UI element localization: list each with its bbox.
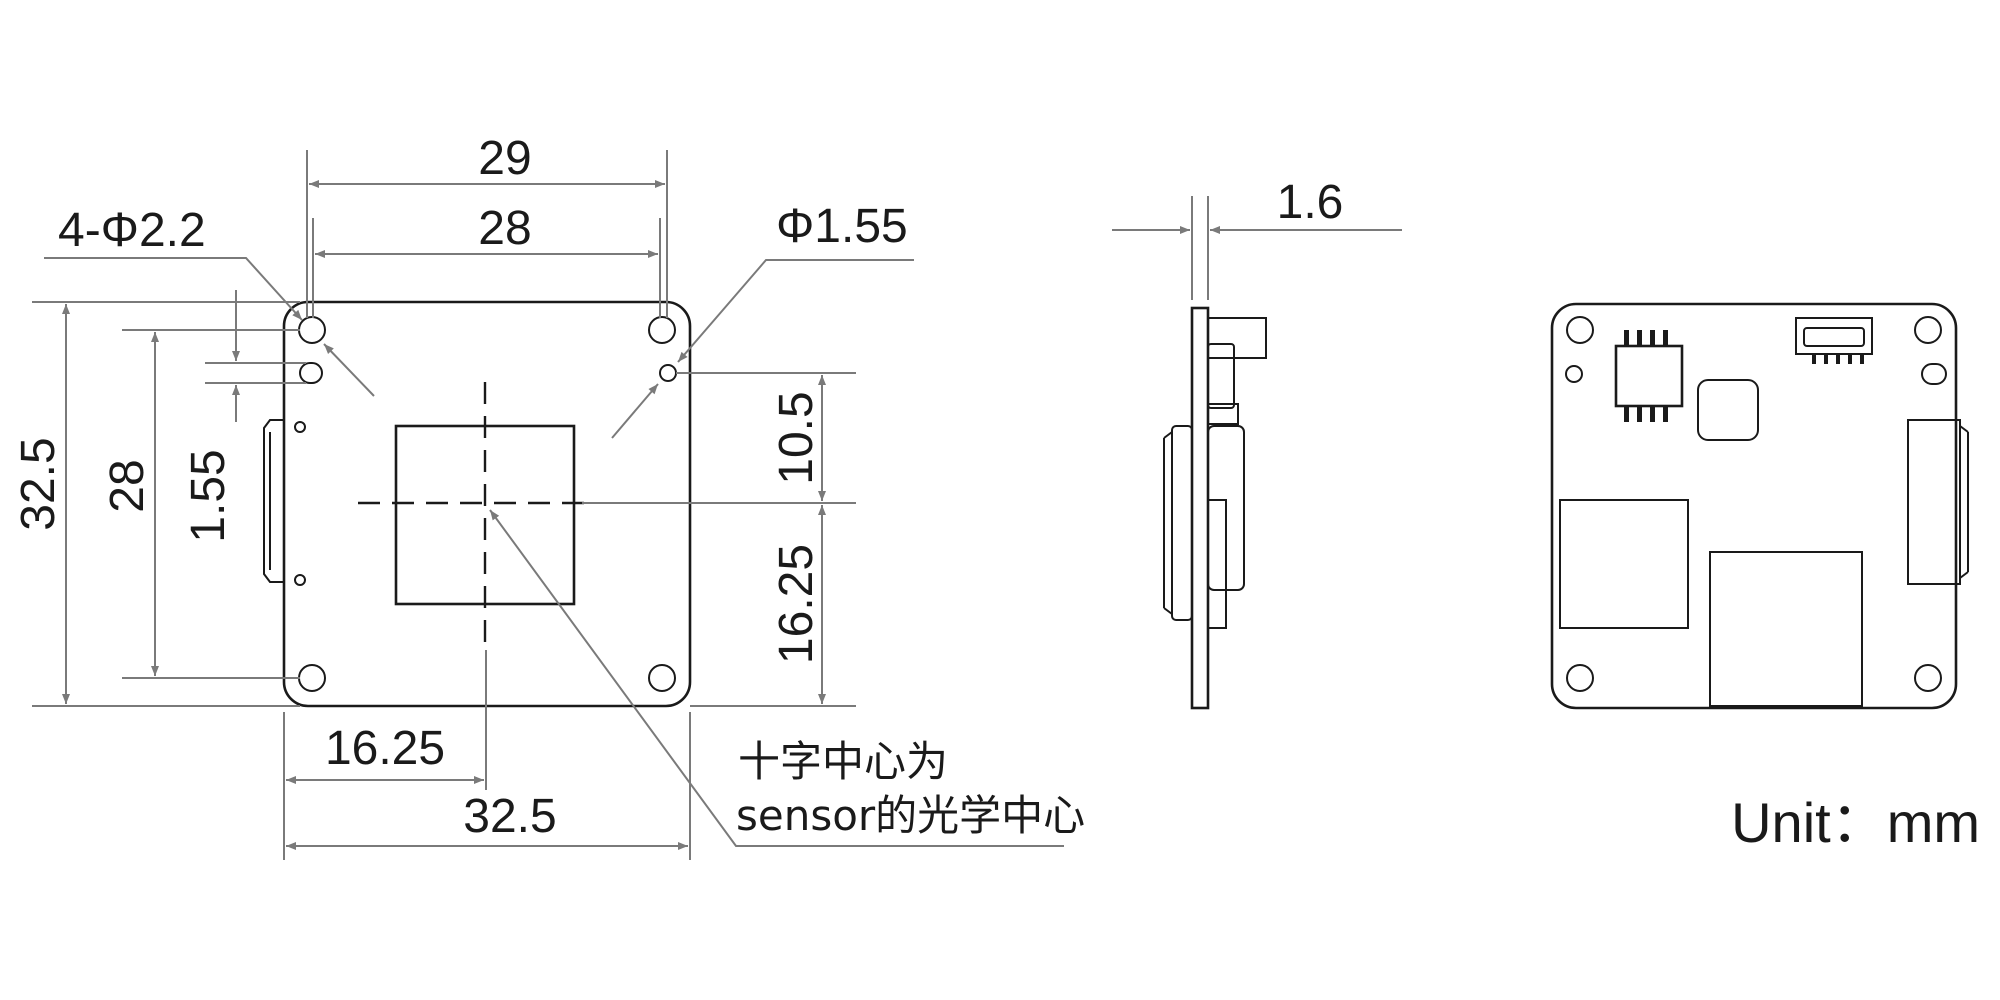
slot-hole-left xyxy=(299,362,323,384)
note-line-1: 十字中心为 xyxy=(738,737,948,786)
back-hole-bottom-left xyxy=(1566,664,1594,692)
front-left-connector xyxy=(263,419,284,583)
dim-32-5-vertical: 32.5 xyxy=(12,301,300,707)
dim-1-6: 1.6 xyxy=(1112,176,1402,300)
front-view: 29 28 4-Φ2.2 Φ1.55 32.5 xyxy=(12,132,1085,860)
dim-1-55-label: 1.55 xyxy=(182,449,235,542)
dim-mount-hole-leader: 4-Φ2.2 xyxy=(44,204,375,397)
mount-hole-bottom-left xyxy=(298,664,326,692)
side-view: 1.6 xyxy=(1112,176,1402,710)
back-view xyxy=(1550,302,1969,710)
dim-32-5-vertical-label: 32.5 xyxy=(12,437,65,530)
mount-hole-top-left xyxy=(298,316,326,344)
dim-28-horizontal: 28 xyxy=(312,202,661,318)
dim-16-25-horizontal-label: 16.25 xyxy=(325,722,445,775)
dim-1-55-vertical: 1.55 xyxy=(182,290,306,543)
dim-29: 29 xyxy=(306,132,668,318)
back-board-outline xyxy=(1550,302,1958,710)
back-component-left xyxy=(1559,499,1689,629)
back-inductor xyxy=(1697,379,1759,441)
back-hole-top-left xyxy=(1566,316,1594,344)
side-pcb xyxy=(1190,306,1210,710)
dim-28-vertical: 28 xyxy=(101,329,300,679)
dim-center-vertical: 10.5 16.25 xyxy=(582,372,856,707)
back-ic-chip xyxy=(1614,330,1684,422)
side-left-connector xyxy=(1163,425,1193,621)
back-right-connector xyxy=(1907,419,1969,585)
dim-29-label: 29 xyxy=(478,132,531,185)
dim-32-5-horizontal-label: 32.5 xyxy=(463,790,556,843)
unit-label: Unit：mm xyxy=(1731,791,1980,854)
optical-center-note: 十字中心为 sensor的光学中心 xyxy=(489,509,1085,847)
dim-28-vertical-label: 28 xyxy=(101,459,154,512)
dim-28-label: 28 xyxy=(478,202,531,255)
back-top-connector xyxy=(1795,317,1873,364)
back-hole-bottom-right xyxy=(1914,664,1942,692)
dim-16-25-horizontal: 16.25 xyxy=(283,650,487,860)
dim-small-hole-label: Φ1.55 xyxy=(776,200,908,253)
dim-1-6-label: 1.6 xyxy=(1277,176,1344,229)
dim-32-5-horizontal: 32.5 xyxy=(286,712,691,860)
side-top-connector xyxy=(1207,317,1267,359)
small-hole-right xyxy=(659,364,677,382)
dim-small-hole-leader: Φ1.55 xyxy=(611,200,914,439)
small-hole-left-low xyxy=(294,574,306,586)
dim-10-5-label: 10.5 xyxy=(770,391,823,484)
dim-mount-hole-label: 4-Φ2.2 xyxy=(58,204,206,257)
mount-hole-top-right xyxy=(648,316,676,344)
back-hole-top-right xyxy=(1914,316,1942,344)
dim-16-25-vertical-label: 16.25 xyxy=(770,544,823,664)
small-hole-left-mid xyxy=(294,421,306,433)
mount-hole-bottom-right xyxy=(648,664,676,692)
back-component-center xyxy=(1709,551,1863,707)
note-line-2: sensor的光学中心 xyxy=(736,791,1085,840)
